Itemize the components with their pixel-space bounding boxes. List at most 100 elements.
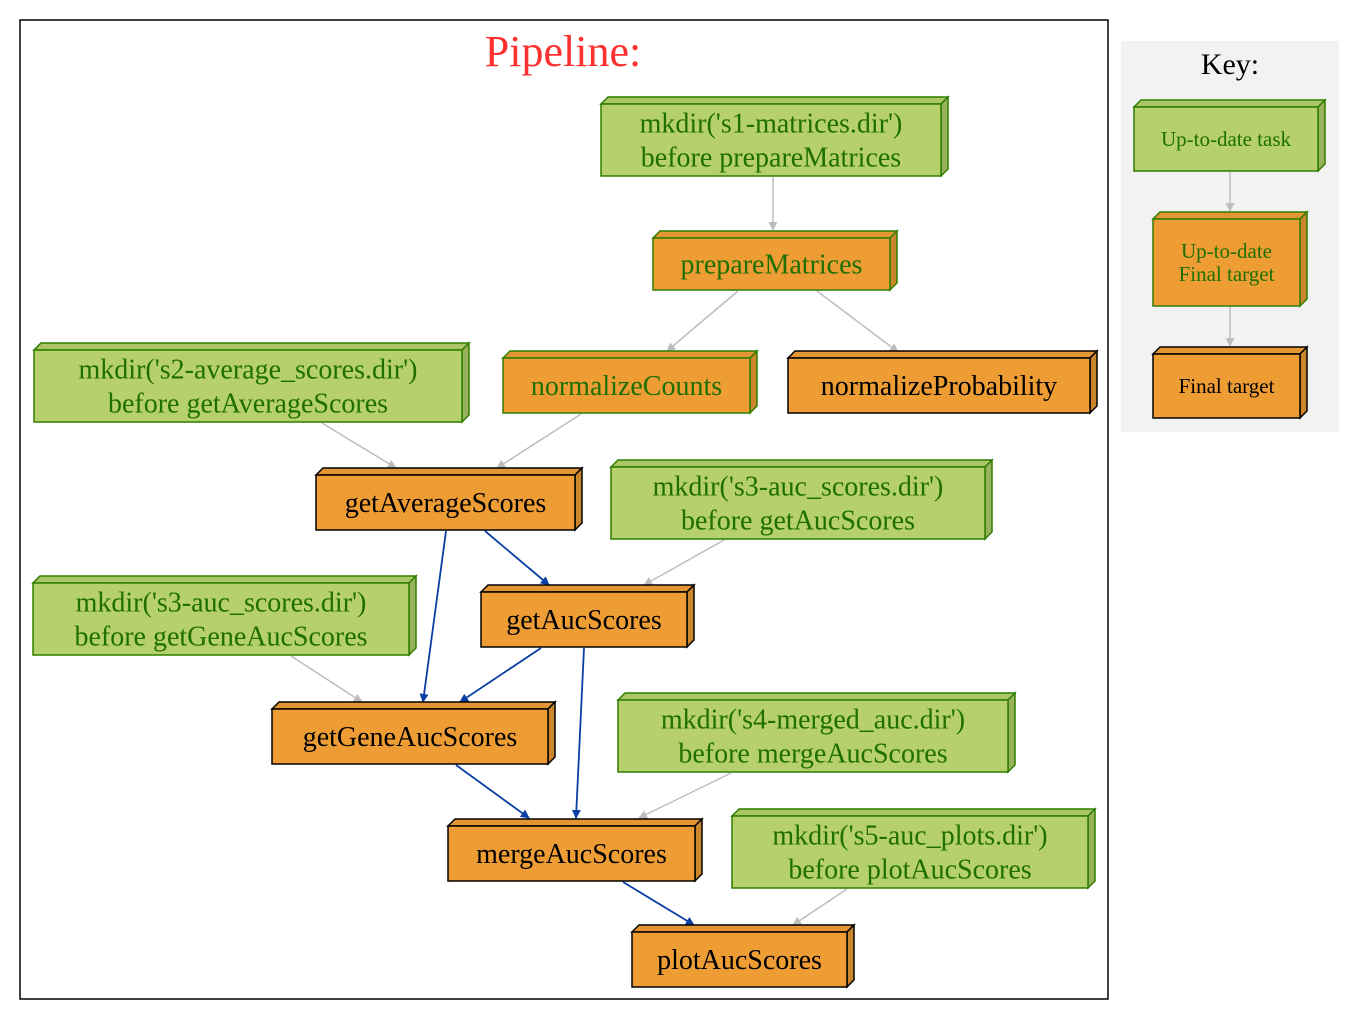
nodes-layer: mkdir('s1-matrices.dir')before prepareMa… [31,95,1327,989]
node-front-face [480,591,688,648]
node-side-face [889,229,898,292]
node-label: before plotAucScores [788,854,1031,885]
node-mk5: mkdir('s5-auc_plots.dir')before plotAucS… [730,807,1097,890]
key-title: Key: [1201,48,1259,81]
node-front-face [447,825,696,882]
node-top-face [1151,346,1309,355]
node-side-face [686,583,695,649]
node-label: prepareMatrices [681,250,863,281]
node-front-face [502,357,751,414]
node-label: mkdir('s3-auc_scores.dir') [76,588,367,619]
node-side-face [846,923,855,989]
node-side-face [984,458,993,541]
node-front-face [652,237,891,291]
edge-mk3-to-auc [643,539,725,586]
node-top-face [32,342,471,351]
node-front-face [1152,353,1301,419]
edge-gene-to-merge [455,764,530,819]
node-label: mkdir('s4-merged_auc.dir') [661,705,965,736]
node-label: Up-to-date task [1161,127,1292,151]
edge-mk2-to-avg [321,422,397,469]
node-label: Final target [1179,374,1275,398]
node-label: plotAucScores [657,945,822,976]
node-top-face [1132,99,1327,108]
node-side-face [547,700,556,766]
node-front-face [617,699,1009,773]
node-label: mkdir('s1-matrices.dir') [640,109,903,140]
node-side-face [940,95,949,178]
node-front-face [631,931,848,988]
node-mk3b: mkdir('s3-auc_scores.dir')before getGene… [31,574,418,657]
node-plot: plotAucScores [630,923,856,989]
edge-merge-to-plot [622,881,695,926]
node-label: getAverageScores [345,488,547,519]
node-front-face [1152,218,1301,307]
node-top-face [446,818,704,827]
node-normp: normalizeProbability [786,349,1099,415]
node-side-face [1317,98,1326,173]
edge-mk4-to-merge [638,772,732,819]
node-top-face [599,96,950,105]
node-top-face [1151,211,1309,220]
key-node-k3: Final target [1151,345,1309,420]
node-prep: prepareMatrices [651,229,899,292]
node-label: Up-to-date [1181,239,1272,263]
edge-avg-to-gene [419,530,447,703]
node-top-face [270,701,557,710]
node-top-face [630,924,856,933]
edge-prep-to-normp [816,290,899,353]
edge-mk5-to-plot [792,888,848,926]
node-top-face [651,230,899,239]
node-top-face [609,459,994,468]
node-front-face [315,474,576,531]
node-side-face [1087,807,1096,890]
node-front-face [271,708,549,765]
edges-layer [290,172,1235,926]
node-label: before getAverageScores [108,388,388,419]
node-side-face [1089,349,1098,415]
node-mk2: mkdir('s2-average_scores.dir')before get… [32,341,471,424]
node-norm: normalizeCounts [501,349,759,415]
node-avg: getAverageScores [314,466,584,532]
node-label: normalizeProbability [821,371,1057,402]
node-side-face [1299,345,1308,420]
node-front-face [1133,106,1319,172]
node-front-face [731,815,1089,889]
node-label: mkdir('s3-auc_scores.dir') [653,472,944,503]
node-side-face [1299,210,1308,308]
node-label: mergeAucScores [476,839,667,870]
key-node-k1: Up-to-date task [1132,98,1327,173]
node-label: before prepareMatrices [641,142,901,173]
node-side-face [408,574,417,657]
node-label: before getAucScores [681,505,915,536]
node-merge: mergeAucScores [446,817,704,883]
node-top-face [479,584,696,593]
node-label: normalizeCounts [531,371,722,402]
node-top-face [31,575,418,584]
edge-mk3b-to-gene [290,655,363,703]
node-top-face [730,808,1097,817]
node-label: getAucScores [506,605,662,636]
edge-auc-to-gene [459,647,542,703]
edge-prep-to-norm [666,290,739,352]
node-mk3: mkdir('s3-auc_scores.dir')before getAucS… [609,458,994,541]
edge-avg-to-auc [484,530,550,586]
node-top-face [786,350,1099,359]
edge-norm-to-avg [496,413,582,469]
edge-auc-to-merge [571,647,585,819]
node-front-face [33,349,463,423]
node-top-face [616,692,1017,701]
pipeline-title: Pipeline: [485,27,641,76]
node-side-face [694,817,703,883]
node-gene: getGeneAucScores [270,700,557,766]
node-label: before mergeAucScores [678,738,947,769]
node-label: Final target [1179,262,1275,286]
node-label: mkdir('s5-auc_plots.dir') [772,821,1047,852]
node-front-face [787,357,1091,414]
node-label: mkdir('s2-average_scores.dir') [79,355,418,386]
node-side-face [749,349,758,415]
node-side-face [461,341,470,424]
node-auc: getAucScores [479,583,696,649]
